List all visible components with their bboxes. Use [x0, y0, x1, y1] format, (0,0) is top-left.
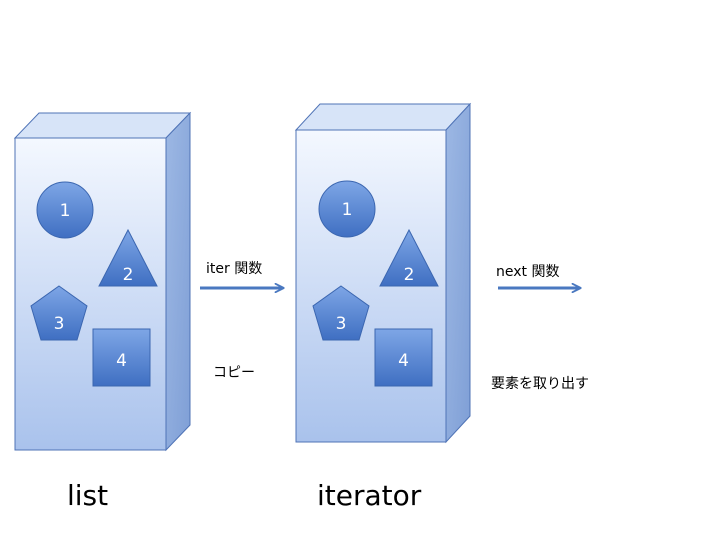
list-caption: list	[67, 479, 108, 512]
list-container: 1 2 3 4	[13, 111, 192, 452]
list-item-3: 3	[30, 285, 88, 341]
triangle-label: 2	[404, 265, 415, 285]
circle-shape	[36, 181, 94, 239]
extract-element-label: 要素を取り出す	[491, 376, 589, 392]
next-arrow-group: next 関数 要素を取り出す	[491, 264, 589, 392]
list-item-4: 4	[92, 328, 151, 387]
iterator-caption: iterator	[317, 479, 422, 512]
square-shape	[374, 328, 433, 387]
next-function-label: next 関数	[496, 264, 559, 280]
triangle-label: 2	[123, 265, 134, 285]
iterator-item-3: 3	[312, 285, 370, 341]
list-box-front	[14, 137, 167, 451]
iterator-box-side	[445, 102, 471, 444]
square-label: 4	[116, 351, 127, 371]
circle-shape	[318, 180, 376, 238]
iter-function-label: iter 関数	[206, 261, 262, 277]
square-shape	[92, 328, 151, 387]
circle-label: 1	[60, 201, 71, 221]
iterator-container: 1 2 3 4	[294, 102, 472, 444]
iterator-item-2: 2	[379, 228, 439, 287]
iter-arrow-group: iter 関数 コピー	[200, 261, 283, 381]
pentagon-shape	[312, 285, 370, 341]
list-item-2: 2	[98, 228, 158, 287]
list-item-1: 1	[36, 181, 94, 239]
pentagon-label: 3	[336, 314, 347, 334]
square-label: 4	[398, 351, 409, 371]
pentagon-shape	[30, 285, 88, 341]
circle-label: 1	[342, 200, 353, 220]
copy-label: コピー	[213, 365, 255, 381]
triangle-shape	[379, 228, 439, 287]
iterator-item-4: 4	[374, 328, 433, 387]
list-box-side	[165, 111, 191, 452]
list-box-top	[13, 112, 192, 139]
pentagon-label: 3	[54, 314, 65, 334]
iterator-box-top	[294, 103, 472, 131]
triangle-shape	[98, 228, 158, 287]
iterator-item-1: 1	[318, 180, 376, 238]
